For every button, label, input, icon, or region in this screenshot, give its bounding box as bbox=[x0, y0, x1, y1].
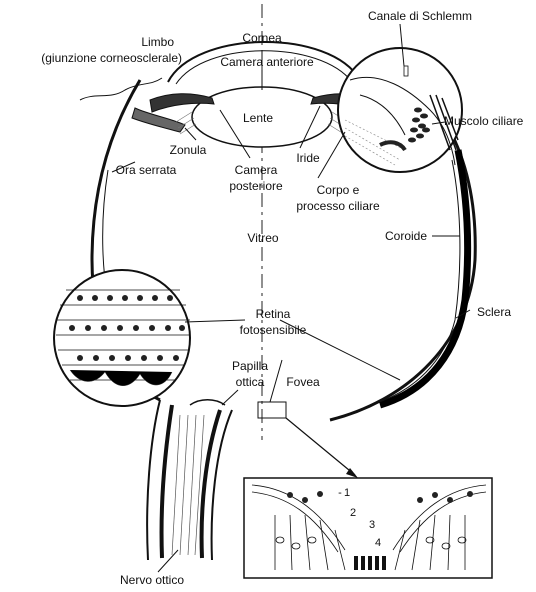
label-corpo-1: Corpo e bbox=[317, 183, 360, 197]
label-iride: Iride bbox=[296, 151, 320, 165]
label-n3: 3 bbox=[369, 519, 375, 531]
label-n2: 2 bbox=[350, 507, 356, 519]
optic-nerve bbox=[147, 400, 232, 560]
limbo-leader bbox=[80, 78, 162, 100]
fovea-arrow bbox=[286, 418, 355, 475]
choroid-band bbox=[380, 150, 468, 405]
label-papilla-1: Papilla bbox=[232, 359, 268, 373]
label-camera-anteriore: Camera anteriore bbox=[220, 55, 314, 69]
label-n1: 1 bbox=[344, 487, 350, 499]
label-nervo: Nervo ottico bbox=[120, 573, 184, 587]
label-vitreo: Vitreo bbox=[247, 231, 278, 245]
ciliary-left bbox=[132, 108, 185, 132]
label-camera-posteriore-2: posteriore bbox=[229, 179, 283, 193]
label-zonula: Zonula bbox=[170, 143, 207, 157]
label-fovea: Fovea bbox=[286, 375, 320, 389]
label-camera-posteriore-1: Camera bbox=[235, 163, 278, 177]
label-papilla-2: ottica bbox=[236, 375, 265, 389]
label-cornea: Cornea bbox=[242, 31, 282, 45]
label-retina-1: Retina bbox=[256, 307, 291, 321]
label-coroide: Coroide bbox=[385, 229, 427, 243]
label-muscolo: Muscolo ciliare bbox=[444, 114, 524, 128]
label-ora-serrata: Ora serrata bbox=[116, 163, 177, 177]
label-giunzione: (giunzione corneosclerale) bbox=[41, 51, 182, 65]
ciliary-magnifier bbox=[338, 48, 462, 172]
label-sclera: Sclera bbox=[477, 305, 511, 319]
label-limbo: Limbo bbox=[141, 35, 174, 49]
label-retina-2: fotosensibile bbox=[240, 323, 307, 337]
label-lente: Lente bbox=[243, 111, 273, 125]
label-corpo-2: processo ciliare bbox=[296, 199, 380, 213]
label-n4: 4 bbox=[375, 537, 381, 549]
label-canale: Canale di Schlemm bbox=[368, 9, 472, 23]
retina-magnifier bbox=[54, 270, 190, 406]
label-n1-dash: - bbox=[338, 487, 342, 499]
